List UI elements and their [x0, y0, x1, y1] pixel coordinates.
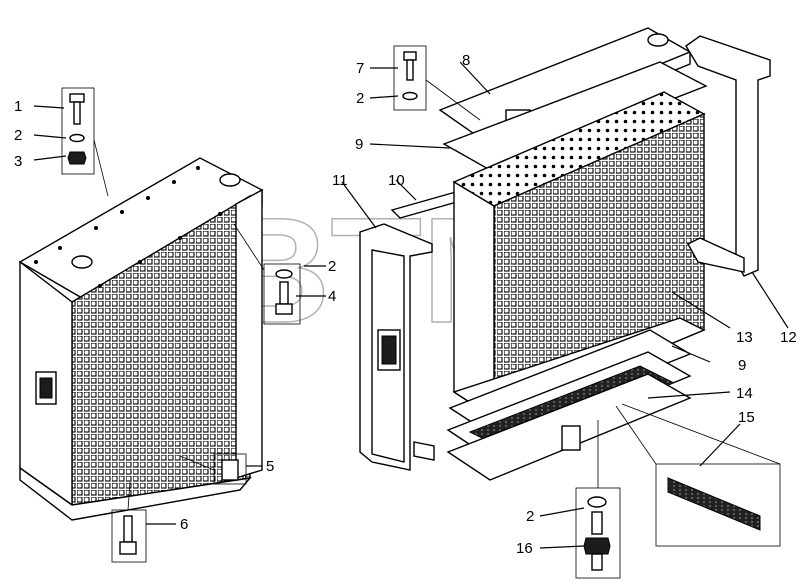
callout-9: 9 [355, 136, 363, 153]
callout-16: 16 [516, 540, 533, 557]
callout-4: 4 [328, 288, 336, 305]
callout-3: 3 [14, 153, 22, 170]
callout-labels: 1 2 3 2 4 5 6 7 2 8 9 11 10 12 13 9 14 1… [14, 52, 797, 557]
callout-2: 2 [328, 258, 336, 275]
callout-5: 5 [266, 458, 274, 475]
callout-15: 15 [738, 409, 755, 426]
bolt-group-2-4 [233, 223, 301, 325]
callout-12: 12 [780, 329, 797, 346]
seal-detail-15 [615, 403, 781, 547]
leader-lines [33, 61, 789, 549]
callout-11: 11 [332, 172, 348, 189]
callout-2: 2 [526, 508, 534, 525]
callout-2: 2 [14, 127, 22, 144]
callout-8: 8 [462, 52, 470, 69]
stud-group-2-16 [575, 420, 621, 579]
tank-bolts [34, 166, 222, 288]
callout-6: 6 [180, 516, 188, 533]
exploded-core [438, 27, 708, 481]
assembled-radiator [18, 157, 264, 521]
side-frame-12 [685, 35, 771, 277]
bolt-group-1-2-3 [61, 87, 109, 197]
callout-14: 14 [736, 385, 753, 402]
callout-10: 10 [388, 172, 405, 189]
callout-13: 13 [736, 329, 753, 346]
callout-1: 1 [14, 98, 22, 115]
bolt-group-7-2 [393, 45, 481, 121]
callout-7: 7 [356, 60, 364, 77]
nut-group-5 [179, 453, 247, 485]
side-panel-11 [359, 223, 435, 471]
callout-9: 9 [738, 357, 746, 374]
callout-2: 2 [356, 90, 364, 107]
bolt-group-6 [111, 481, 147, 563]
